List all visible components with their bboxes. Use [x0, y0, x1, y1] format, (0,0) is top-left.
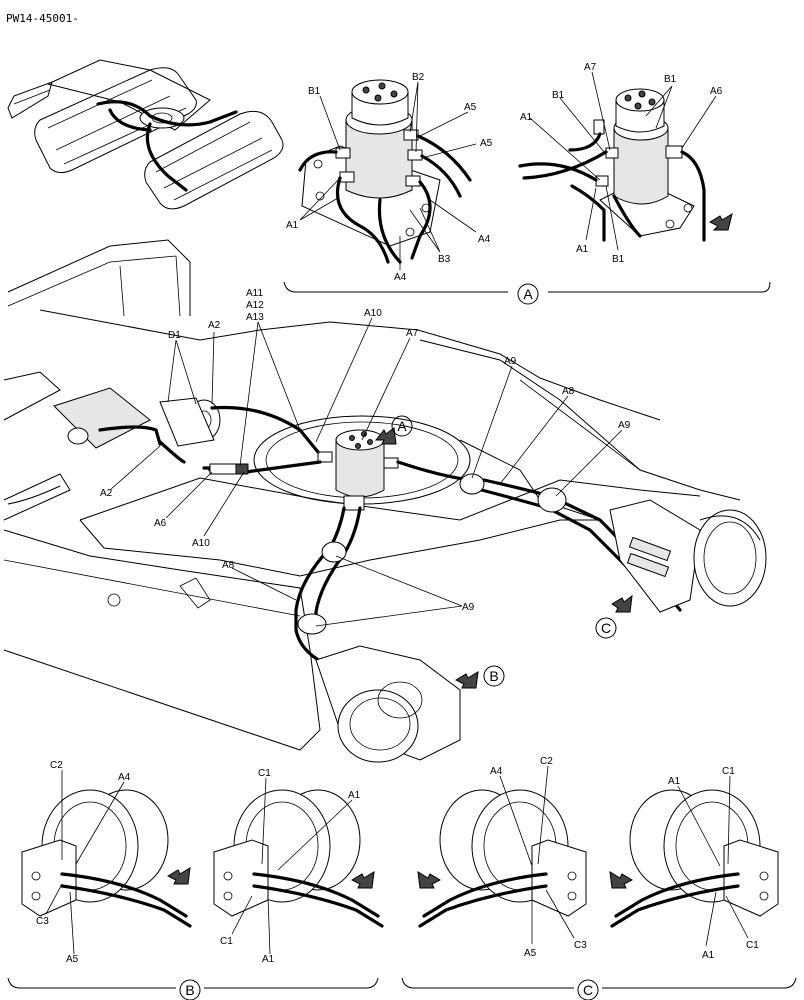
view-b-bracket: B — [7, 977, 379, 1000]
label-a12: A12 — [246, 300, 264, 311]
view-c-callout: C — [601, 620, 611, 636]
label-d1: D1 — [168, 330, 181, 341]
view-c-label: C — [583, 982, 593, 998]
label-a5: A5 — [464, 102, 477, 113]
view-c-right-motor: A1 C1 A1 C1 — [609, 766, 779, 961]
view-b-left-motor: C2 A4 C3 A5 — [21, 760, 192, 965]
label-a9: A9 — [462, 602, 475, 613]
label-a8: A8 — [222, 560, 235, 571]
label-c3: C3 — [574, 940, 587, 951]
label-a6: A6 — [710, 86, 723, 97]
label-a1: A1 — [286, 220, 299, 231]
view-a-bracket: A — [283, 281, 771, 305]
label-a9: A9 — [504, 356, 517, 367]
overview-thumbnail — [7, 59, 284, 210]
label-b3: B3 — [438, 254, 451, 265]
view-b-label: B — [185, 982, 194, 998]
label-a5: A5 — [524, 948, 537, 959]
label-a1: A1 — [520, 112, 533, 123]
label-a5: A5 — [66, 954, 79, 965]
view-c-left-motor: A4 C2 A5 C3 — [417, 756, 587, 959]
label-a9: A9 — [618, 420, 631, 431]
view-a-callout: A — [397, 418, 407, 434]
main-assembly: A C B — [3, 239, 767, 763]
label-c1: C1 — [746, 940, 759, 951]
label-a4: A4 — [394, 272, 407, 283]
document-code: PW14-45001- — [6, 12, 79, 25]
label-a10: A10 — [192, 538, 210, 549]
label-a10: A10 — [364, 308, 382, 319]
label-b2: B2 — [412, 72, 425, 83]
label-c1: C1 — [220, 936, 233, 947]
label-b1: B1 — [612, 254, 625, 265]
view-c-bracket: C — [401, 977, 797, 1000]
view-b-right-motor: C1 A1 C1 A1 — [213, 768, 384, 965]
label-b1: B1 — [308, 86, 321, 97]
label-a2: A2 — [100, 488, 113, 499]
label-a8: A8 — [562, 386, 575, 397]
label-a4: A4 — [118, 772, 131, 783]
label-a5: A5 — [480, 138, 493, 149]
view-a-right-swivel: A7 B1 A6 B1 A1 A1 B1 — [518, 62, 733, 265]
label-a4: A4 — [478, 234, 491, 245]
label-a1: A1 — [262, 954, 275, 965]
label-c1: C1 — [722, 766, 735, 777]
label-a13: A13 — [246, 312, 264, 323]
label-a1: A1 — [668, 776, 681, 787]
label-a1: A1 — [702, 950, 715, 961]
view-b-callout: B — [489, 668, 498, 684]
label-a6: A6 — [154, 518, 167, 529]
label-a2: A2 — [208, 320, 221, 331]
label-b1: B1 — [552, 90, 565, 101]
view-a-left-swivel: B1 B2 A5 A5 A1 A4 A4 B3 — [286, 72, 493, 283]
label-b1: B1 — [664, 74, 677, 85]
label-c3: C3 — [36, 916, 49, 927]
label-a4: A4 — [490, 766, 503, 777]
view-a-label: A — [523, 286, 533, 302]
label-a11: A11 — [246, 288, 263, 299]
label-a7: A7 — [406, 328, 419, 339]
label-c2: C2 — [540, 756, 553, 767]
label-a1: A1 — [348, 790, 361, 801]
label-c1: C1 — [258, 768, 271, 779]
label-c2: C2 — [50, 760, 63, 771]
label-a7: A7 — [584, 62, 597, 73]
label-a1: A1 — [576, 244, 589, 255]
